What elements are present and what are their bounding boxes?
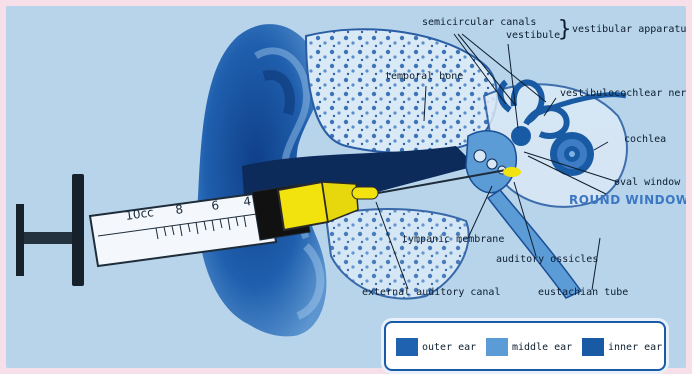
ear-illustration: 10cc 8 6 4	[6, 6, 686, 368]
label-vestibular-apparatus: vestibular apparatus	[572, 24, 686, 36]
label-oval-window: oval window	[614, 177, 680, 189]
label-vestibulocochlear-nerve: vestibulocochlear nerve	[560, 88, 686, 100]
diagram-frame: 10cc 8 6 4 semicircula	[6, 6, 686, 368]
legend-label-middle-ear: middle ear	[512, 342, 572, 353]
legend-swatch-outer-ear	[396, 338, 418, 356]
label-round-window: ROUND WINDOW	[569, 193, 686, 207]
vestibular-brace: }	[558, 17, 571, 43]
label-temporal-bone: temporal bone	[385, 71, 463, 83]
label-tympanic-membrane: tympanic membrane	[402, 234, 504, 246]
legend-label-inner-ear: inner ear	[608, 342, 662, 353]
legend-label-outer-ear: outer ear	[422, 342, 476, 353]
legend: outer ear middle ear inner ear	[384, 321, 666, 371]
label-auditory-ossicles: auditory ossicles	[496, 254, 598, 266]
legend-swatch-middle-ear	[486, 338, 508, 356]
legend-swatch-inner-ear	[582, 338, 604, 356]
label-cochlea: cochlea	[624, 134, 666, 146]
label-external-auditory-canal: external auditory canal	[362, 287, 500, 299]
label-eustachian-tube: eustachian tube	[538, 287, 628, 299]
label-vestibule: vestibule	[506, 30, 560, 42]
label-semicircular-canals: semicircular canals	[422, 17, 536, 29]
